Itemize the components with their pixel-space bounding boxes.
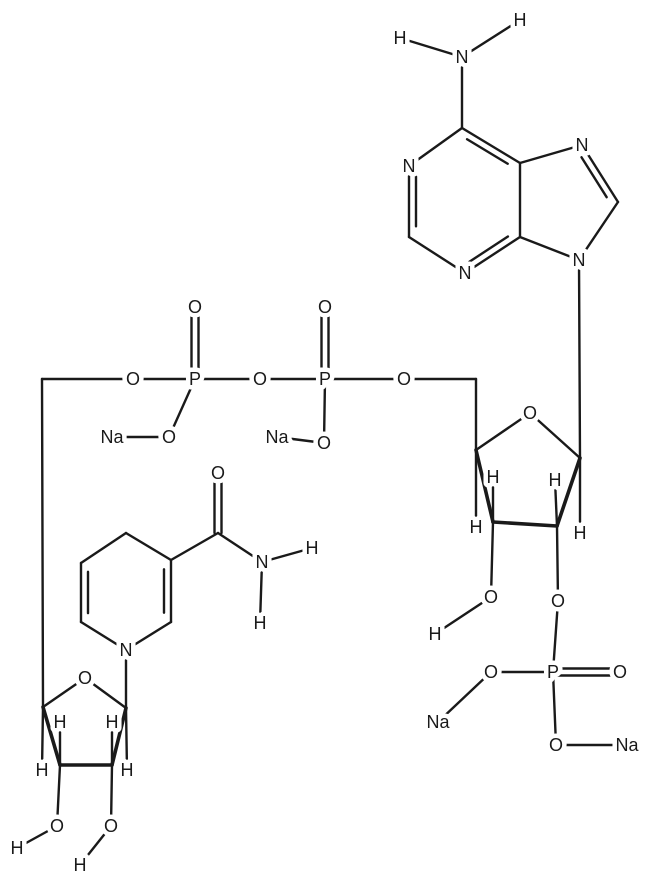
atom-h-h3: H (487, 467, 500, 487)
atom-o-oc: O (211, 463, 225, 483)
atom-o-o2s: O (104, 816, 118, 836)
atom-o-os1: O (162, 427, 176, 447)
bond-line (41, 676, 87, 709)
bond-line (460, 126, 522, 165)
bond-line (275, 435, 326, 445)
bond-line (465, 138, 509, 165)
atom-o-os: O (78, 668, 92, 688)
bond-line (474, 448, 495, 524)
atom-h-ha: H (394, 28, 407, 48)
atom-o-od2: O (318, 297, 332, 317)
bond-line (167, 377, 197, 439)
atom-na-nal: Na (426, 712, 450, 732)
bond-line (41, 705, 62, 767)
atom-h-hn1: H (306, 538, 319, 558)
bond-line (15, 824, 59, 850)
atom-h-h4: H (470, 517, 483, 537)
bond-line (518, 143, 584, 165)
atom-o-o2r: O (551, 591, 565, 611)
bond-line (528, 411, 582, 460)
bond-line (78, 824, 113, 867)
bond-line (40, 377, 45, 709)
bond-line (577, 200, 620, 262)
atom-o-ol: O (484, 662, 498, 682)
bond-line (55, 763, 62, 828)
atom-n-n9: N (573, 250, 586, 270)
bond-line (518, 235, 581, 262)
atom-h-h2s: H (106, 712, 119, 732)
atom-h-h1s: H (121, 760, 134, 780)
atom-p-p1: P (189, 369, 201, 389)
bond-line (109, 763, 114, 828)
atom-n-nam: N (456, 47, 469, 67)
bond-line (398, 36, 464, 59)
atom-n-n7: N (576, 135, 589, 155)
bond-line (79, 531, 128, 565)
bond-line (491, 520, 559, 528)
atom-n-n3: N (459, 263, 472, 283)
atom-h-ho3s: H (11, 838, 24, 858)
atom-n-n1: N (403, 156, 416, 176)
atom-na-nar: Na (615, 735, 639, 755)
atom-h-hn2: H (254, 613, 267, 633)
bond-line (124, 620, 173, 652)
atom-na-na2: Na (265, 427, 289, 447)
bond-line (463, 235, 522, 275)
bond-line (468, 235, 510, 263)
bond-line (474, 411, 532, 452)
bond-line (79, 620, 128, 652)
bond-line (436, 670, 493, 724)
atom-n-nn: N (256, 552, 269, 572)
atom-p-p2: P (319, 369, 331, 389)
bond-line (169, 531, 220, 562)
atom-o-ob: O (253, 369, 267, 389)
atom-na-na1: Na (100, 427, 124, 447)
bond-line (553, 478, 559, 528)
bond-line (580, 143, 620, 204)
bond-line (124, 706, 129, 772)
atom-h-h4s: H (36, 760, 49, 780)
bond-line (555, 524, 560, 603)
bond-line (322, 377, 327, 445)
bond-line (260, 546, 314, 564)
bond-line (124, 531, 173, 562)
atom-h-h1: H (574, 523, 587, 543)
bond-line (216, 531, 264, 564)
bond-line (489, 520, 495, 599)
bond-line (551, 599, 560, 674)
atom-o-or: O (523, 403, 537, 423)
atom-o-o3: O (397, 369, 411, 389)
bond-line (460, 18, 522, 59)
bond-line (40, 705, 45, 772)
bond-line (580, 156, 608, 199)
bonds (15, 18, 629, 867)
atom-h-hb: H (514, 10, 527, 30)
atom-o-od1: O (188, 297, 202, 317)
atom-o-ob3: O (549, 735, 563, 755)
atom-h-ho2s: H (74, 855, 87, 875)
atom-o-o3s: O (50, 816, 64, 836)
bond-line (577, 258, 582, 460)
bond-line (407, 235, 467, 275)
bond-line (551, 670, 558, 747)
atom-o-o1: O (126, 369, 140, 389)
bond-line (433, 595, 493, 636)
bond-line (110, 706, 128, 767)
bond-line (258, 560, 264, 625)
bond-line (407, 126, 464, 168)
atom-h-ho3: H (429, 624, 442, 644)
atom-h-h2: H (549, 470, 562, 490)
atom-n-n1n: N (120, 640, 133, 660)
atom-o-od3: O (613, 662, 627, 682)
atom-p-p3: P (547, 662, 559, 682)
bond-line (555, 456, 582, 528)
atom-o-os2: O (317, 433, 331, 453)
bond-line (83, 676, 128, 710)
atom-o-o3r: O (484, 587, 498, 607)
atom-h-h3s: H (54, 712, 67, 732)
